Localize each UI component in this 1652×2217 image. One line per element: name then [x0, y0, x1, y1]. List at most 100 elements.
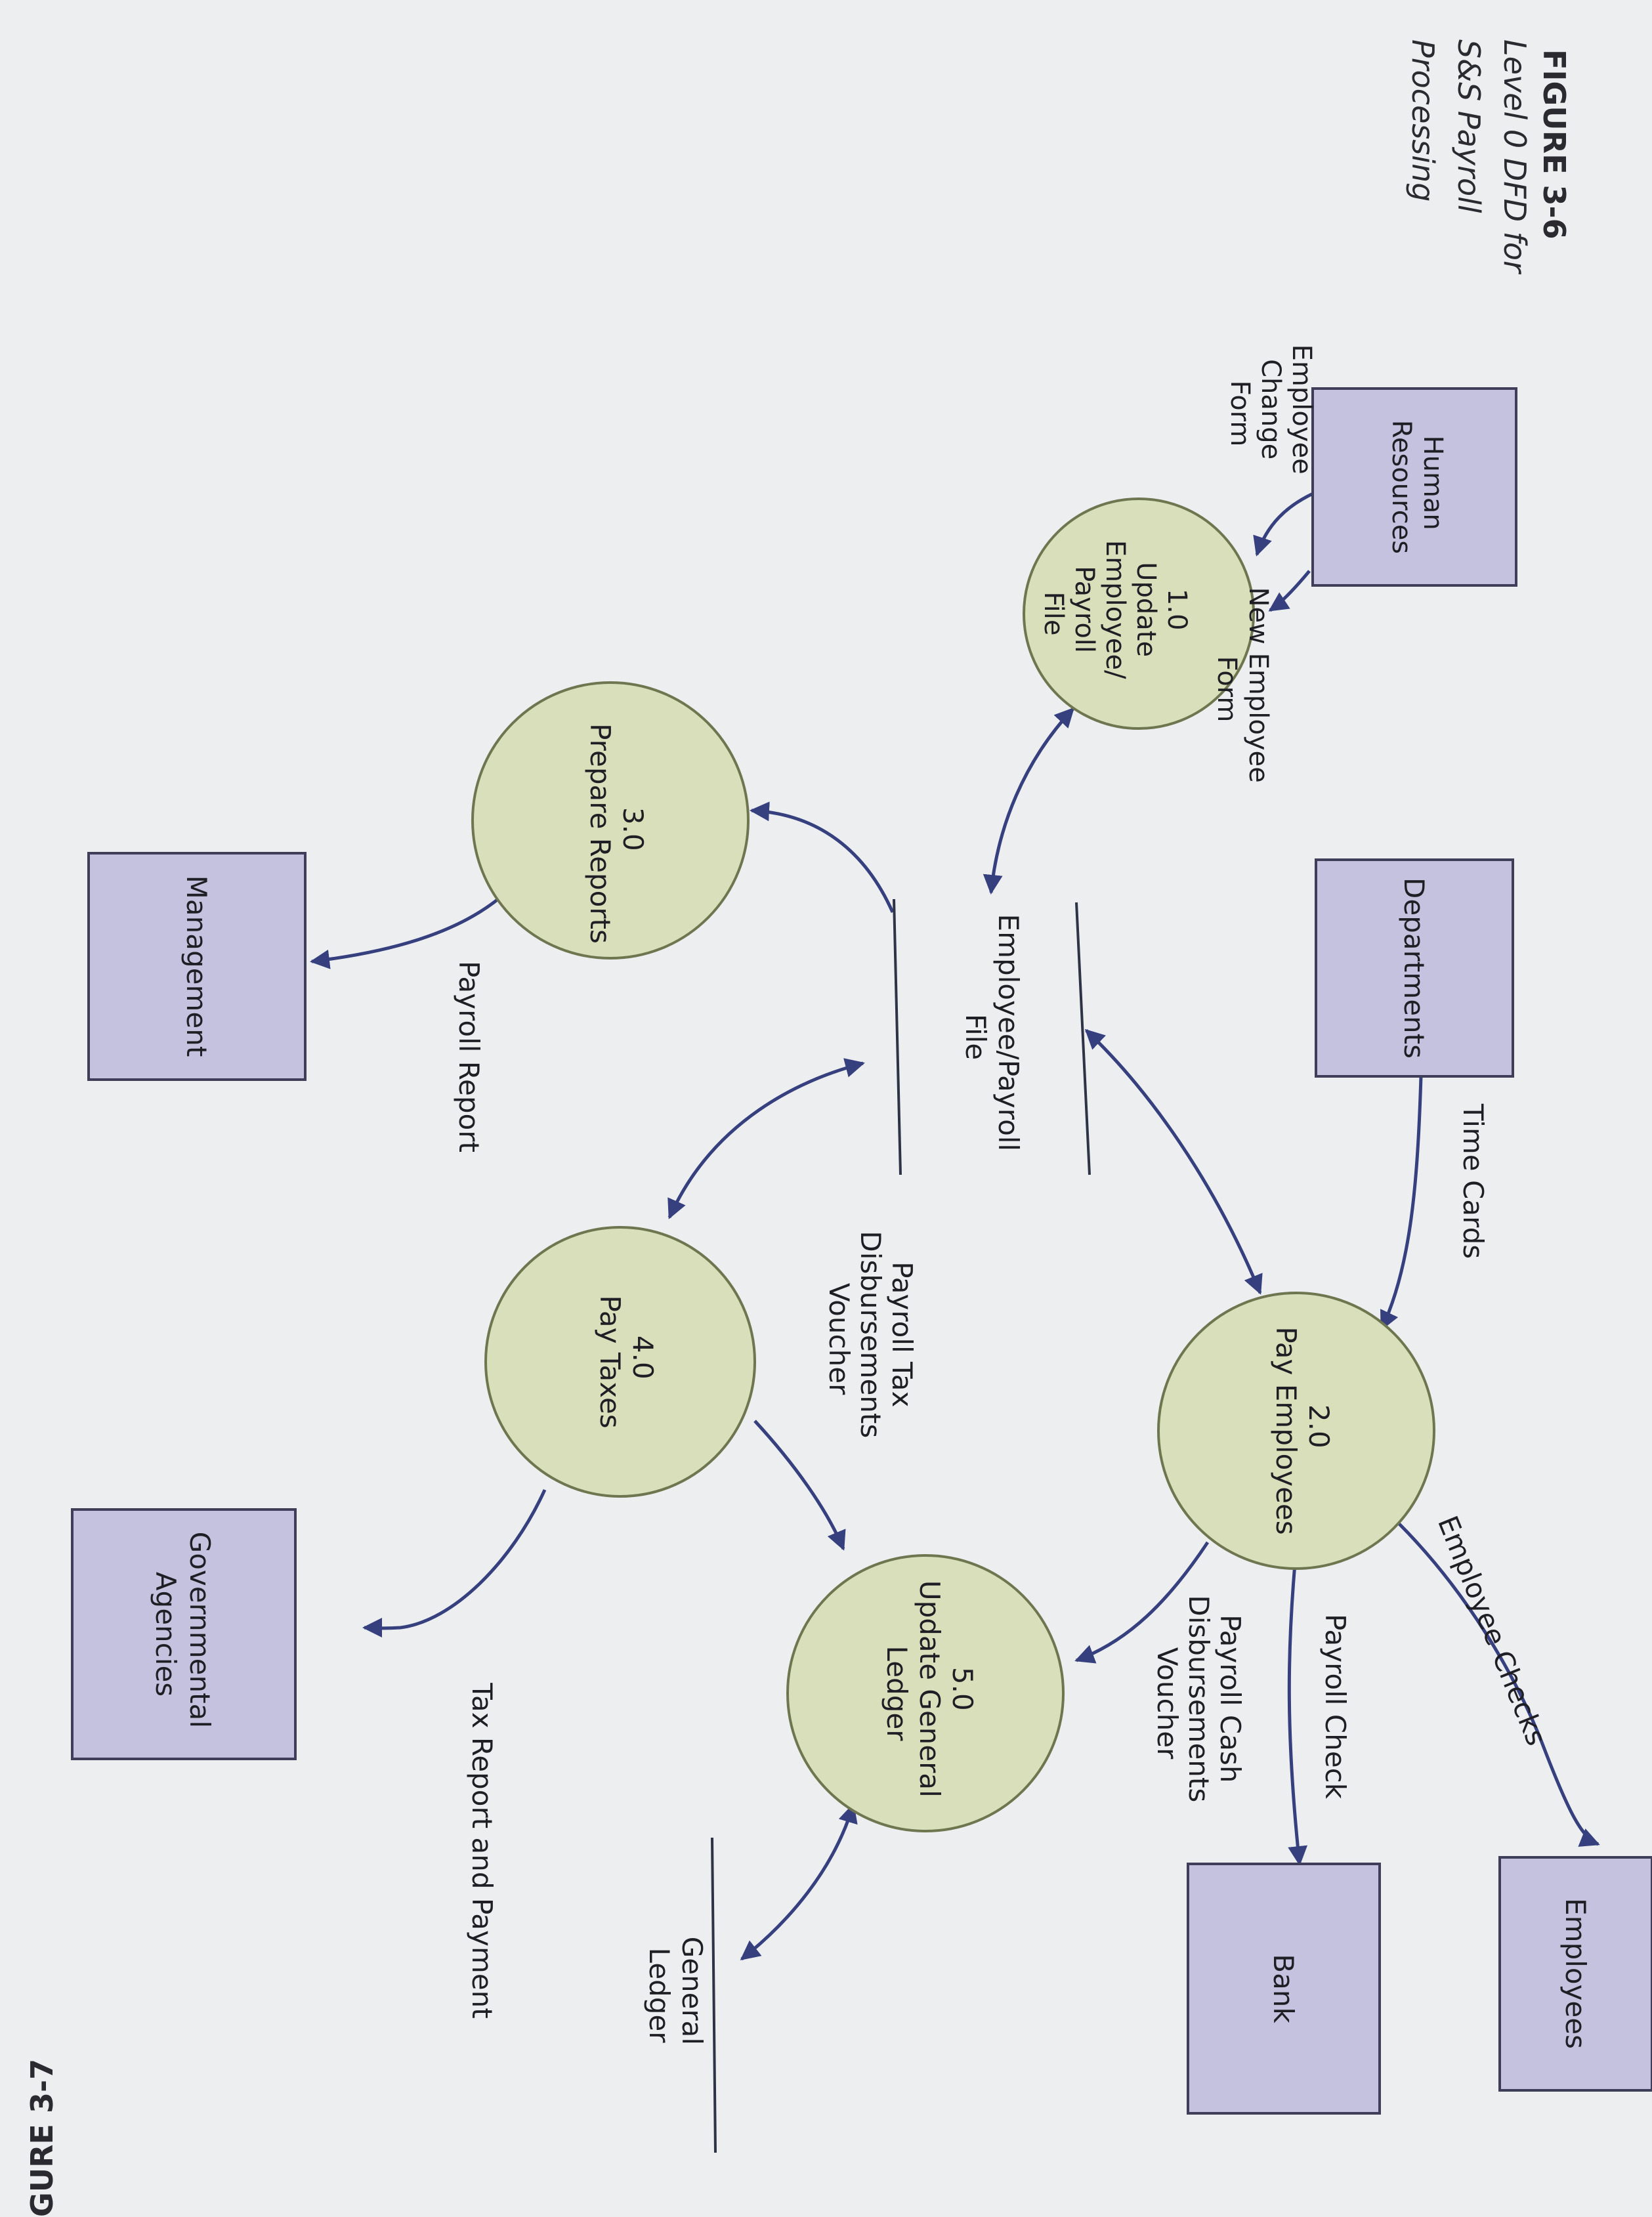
flow-employee-checks [1397, 1521, 1600, 1847]
flow-label-line: Tax Report and Payment [466, 1682, 498, 2018]
flow-payroll-check [1287, 1548, 1308, 1866]
svg-text:Employee/Payroll File: Employee/Payroll File [960, 914, 1025, 1160]
process-label: 2.0 [1303, 1404, 1335, 1448]
entity-label: Departments [1398, 877, 1430, 1059]
flow-label-line: Form [1212, 656, 1242, 723]
entity-label: Human [1418, 436, 1448, 530]
entity-management: Management [87, 852, 307, 1081]
flow-label-line: Payroll Report [453, 961, 485, 1152]
process-label: 3.0 [617, 807, 649, 851]
flow-label-payroll-check: Payroll Check [1319, 1614, 1351, 1800]
flow-employee-payroll-file-to-p3 [750, 801, 895, 914]
entity-human-resources: Human Resources [1311, 387, 1517, 587]
store-general-ledger: General Ledger [643, 1837, 717, 2153]
store-label: File [960, 1014, 992, 1060]
process-label: Update [1131, 562, 1161, 657]
process-label: Pay Taxes [594, 1295, 626, 1428]
svg-text:Human Resources: Human Resources [1386, 420, 1448, 554]
flow-label-line: Payroll Cash [1214, 1615, 1246, 1783]
external-entities: Human Resources Departments Employees Ba… [71, 387, 1652, 2115]
store-employee-payroll-file: Employee/Payroll File [893, 898, 1091, 1175]
process-label: Pay Employees [1270, 1326, 1302, 1534]
flow-label-new-employee-form: New Employee Form [1212, 587, 1273, 792]
flow-payroll-tax-voucher [753, 1420, 846, 1551]
svg-text:Departments: Departments [1398, 877, 1430, 1059]
process-2-pay-employees: 2.0 Pay Employees [1157, 1292, 1435, 1570]
entity-employees: Employees [1498, 1856, 1652, 2092]
figure-caption: FIGURE 3-6 Level 0 DFD for S&S Payroll P… [1405, 39, 1572, 275]
flow-employee-payroll-file-to-p2 [1084, 1028, 1263, 1295]
entity-label: Management [180, 876, 213, 1057]
data-stores: Employee/Payroll File General Ledger [643, 898, 1091, 2153]
entity-label: Bank [1267, 1954, 1300, 2023]
flow-p5-to-general-ledger [740, 1803, 858, 1960]
store-label: Employee/Payroll [992, 914, 1025, 1152]
flow-label-payroll-tax-voucher: Payroll Tax Disbursements Voucher [823, 1231, 918, 1446]
flow-label-line: Payroll Check [1319, 1614, 1351, 1800]
figure-number: FIGURE 3-6 [1536, 49, 1572, 240]
process-3-prepare-reports: 3.0 Prepare Reports [471, 681, 750, 960]
flow-label-line: Employee Checks [1431, 1511, 1553, 1750]
flow-employee-change-form [1253, 490, 1317, 557]
svg-text:General Ledger: General Ledger [643, 1937, 708, 2054]
next-figure-label: GURE 3-7 [24, 2059, 60, 2217]
process-label: Employee/ [1100, 540, 1130, 679]
svg-text:3.0 Prepare Reports: 3.0 Prepare Reports [584, 723, 649, 944]
processes: 1.0 Update Employee/ Payroll File 2.0 Pa… [471, 497, 1435, 1832]
flow-payroll-cash-voucher [1074, 1541, 1210, 1664]
flow-label-line: Change [1256, 359, 1286, 459]
entity-governmental-agencies: Governmental Agencies [71, 1508, 297, 1760]
flow-label-line: Voucher [823, 1283, 855, 1395]
flow-label-employee-change-form: Employee Change Form [1225, 345, 1317, 483]
svg-text:Governmental Agencies: Governmental Agencies [150, 1532, 216, 1737]
process-label: 4.0 [627, 1336, 659, 1380]
entity-bank: Bank [1187, 1863, 1381, 2115]
process-label: 1.0 [1162, 589, 1192, 631]
flow-label-line: Form [1225, 381, 1255, 447]
process-label: Payroll [1069, 566, 1099, 653]
svg-text:Bank: Bank [1267, 1954, 1300, 2023]
store-label: Ledger [643, 1948, 675, 2044]
flow-employee-payroll-file-to-p4 [667, 1058, 865, 1219]
svg-text:1.0 Update Emp: 1.0 Update Employee/ Payroll File [1038, 540, 1192, 687]
flow-p1-to-employee-payroll-file [983, 707, 1075, 895]
flow-label-line: Time Cards [1457, 1103, 1489, 1259]
process-label: Update General [914, 1580, 946, 1798]
flow-label-time-cards: Time Cards [1457, 1103, 1489, 1259]
flow-label-line: New Employee [1243, 587, 1273, 783]
process-label: Ledger [881, 1646, 913, 1742]
flow-label-employee-checks: Employee Checks [1431, 1511, 1553, 1750]
flow-label-line: Payroll Tax [886, 1261, 918, 1407]
entity-label: Resources [1386, 420, 1416, 554]
store-label: General [676, 1937, 708, 2046]
svg-text:4.0 Pay Taxes: 4.0 Pay Taxes [594, 1295, 659, 1428]
flow-label-tax-report-payment: Tax Report and Payment [466, 1682, 498, 2018]
process-4-pay-taxes: 4.0 Pay Taxes [484, 1226, 756, 1498]
svg-text:5.0 Update General: 5.0 Update General Ledger [881, 1580, 979, 1806]
svg-text:Employees: Employees [1559, 1898, 1592, 2049]
flow-payroll-report [310, 895, 503, 969]
entity-label: Governmental [184, 1532, 216, 1728]
flow-label-line: Employee [1286, 345, 1317, 475]
svg-text:2.0 Pay Employees: 2.0 Pay Employees [1270, 1326, 1335, 1534]
process-5-update-general-ledger: 5.0 Update General Ledger [786, 1554, 1065, 1832]
figure-title-line-3: Processing [1405, 39, 1441, 201]
flow-label-payroll-report: Payroll Report [453, 961, 485, 1152]
flow-time-cards [1380, 1076, 1423, 1331]
figure-title-line-2: S&S Payroll [1451, 39, 1487, 213]
entity-departments: Departments [1315, 858, 1514, 1078]
process-label: Prepare Reports [584, 723, 616, 944]
data-flows [310, 490, 1600, 1960]
flow-label-line: Disbursements [1183, 1595, 1215, 1802]
svg-text:Management: Management [180, 876, 213, 1057]
figure-title-line-1: Level 0 DFD for [1497, 39, 1533, 275]
flow-tax-report-payment [362, 1489, 547, 1638]
process-label: 5.0 [946, 1667, 979, 1711]
flow-label-line: Disbursements [855, 1231, 887, 1438]
flow-label-payroll-cash-voucher: Payroll Cash Disbursements Voucher [1151, 1595, 1246, 1811]
flow-label-line: Voucher [1151, 1647, 1183, 1760]
process-label: File [1038, 592, 1069, 636]
entity-label: Agencies [150, 1572, 182, 1697]
